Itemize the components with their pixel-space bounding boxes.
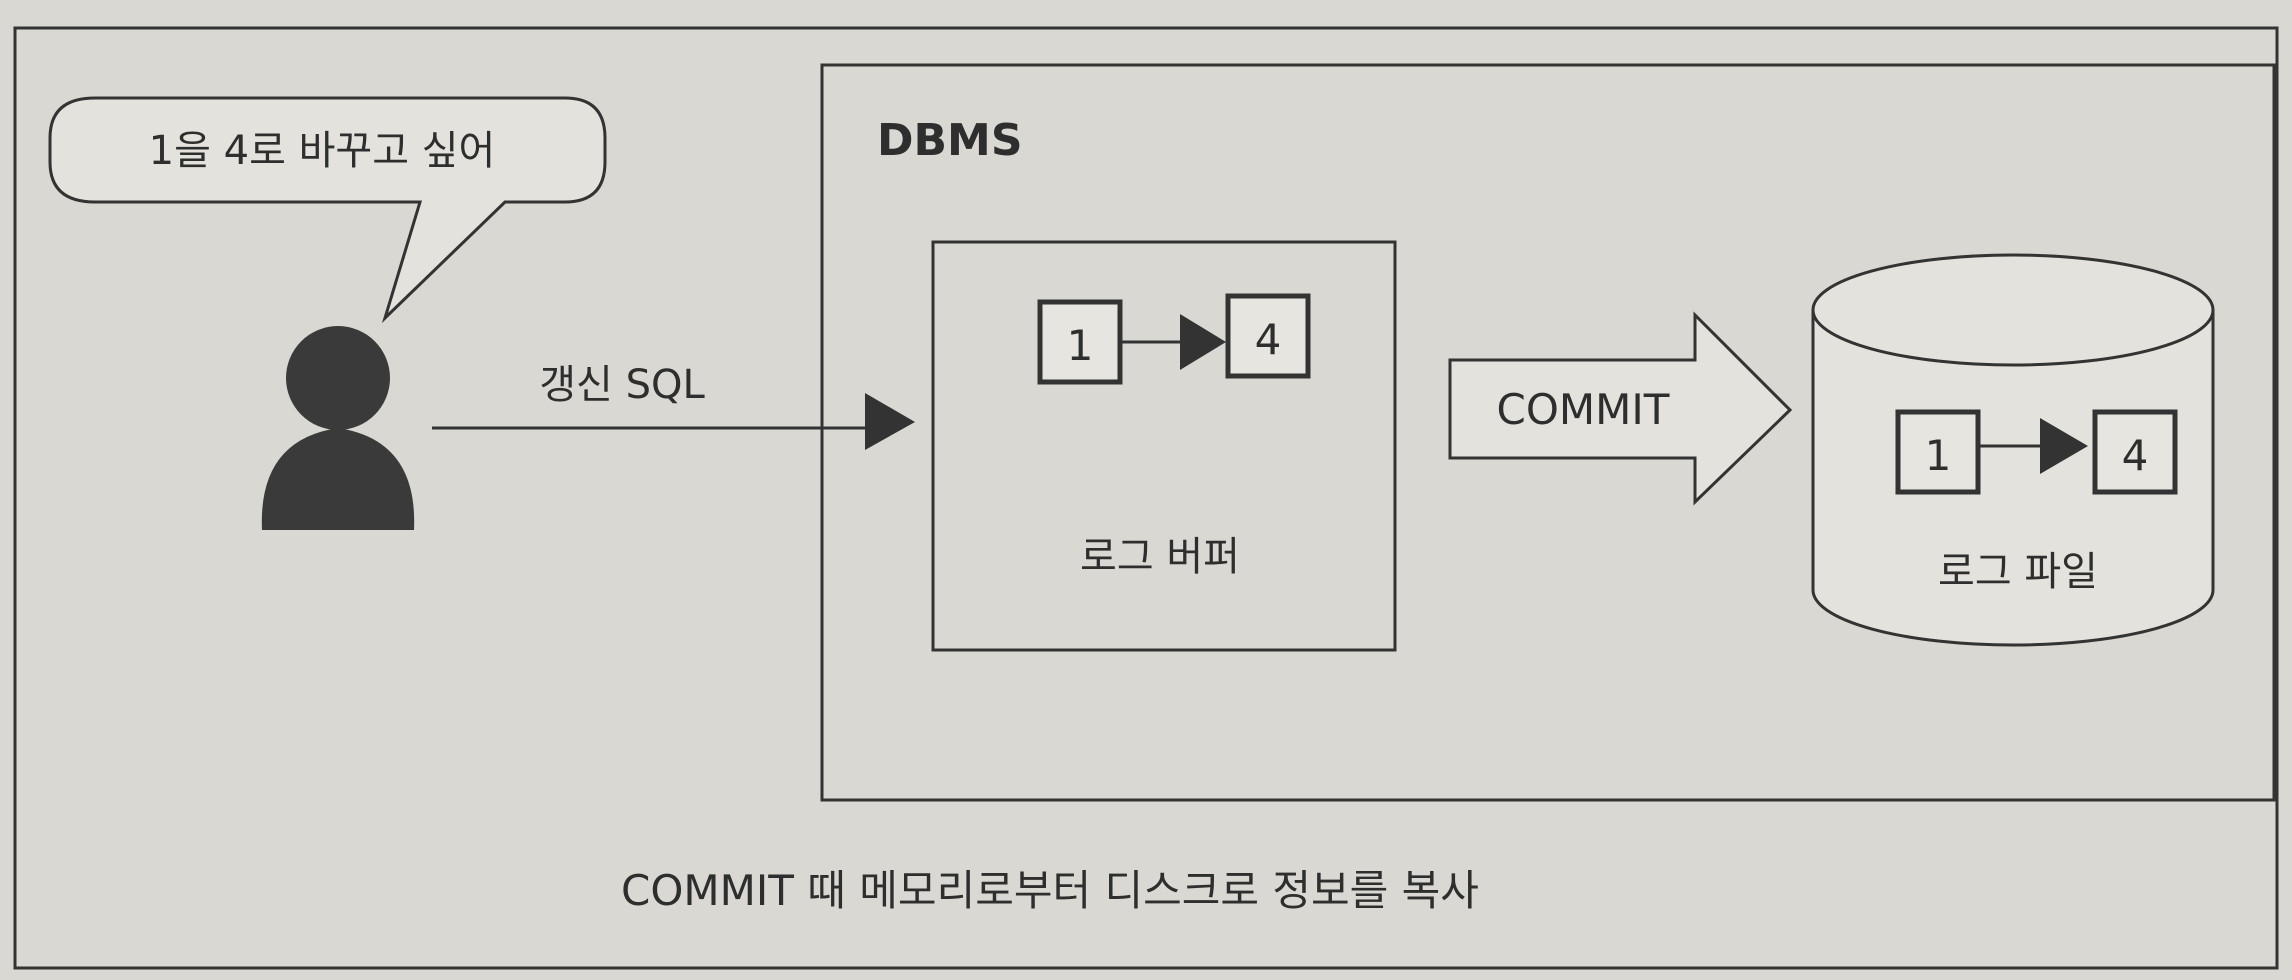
update-sql-arrow (432, 393, 915, 450)
speech-bubble-text: 1을 4로 바꾸고 싶어 (149, 128, 496, 174)
log-buffer-to-box (1225, 293, 1311, 379)
log-buffer-to-value: 4 (1255, 315, 1282, 364)
log-file-change-arrow (1978, 418, 2088, 474)
log-file-to-box (2092, 409, 2178, 495)
outer-frame (13, 26, 2279, 970)
log-file-cylinder (1811, 253, 2215, 647)
commit-arrow (1448, 311, 1793, 506)
person-icon (261, 326, 415, 530)
log-buffer-change-arrow (1120, 314, 1226, 370)
speech-bubble (48, 96, 607, 324)
commit-label: COMMIT (1497, 385, 1670, 434)
dbms-title: DBMS (877, 115, 1023, 166)
log-buffer-box (931, 240, 1397, 652)
update-sql-label: 갱신 SQL (539, 362, 705, 408)
log-file-from-box (1895, 409, 1981, 495)
dbms-container (820, 63, 2276, 802)
caption: COMMIT 때 메모리로부터 디스크로 정보를 복사 (621, 866, 1479, 915)
log-file-from-value: 1 (1925, 431, 1952, 480)
log-buffer-label: 로그 버퍼 (1080, 534, 1240, 580)
log-buffer-from-value: 1 (1067, 321, 1094, 370)
log-file-to-value: 4 (2122, 431, 2149, 480)
log-file-label: 로그 파일 (1938, 549, 2098, 595)
